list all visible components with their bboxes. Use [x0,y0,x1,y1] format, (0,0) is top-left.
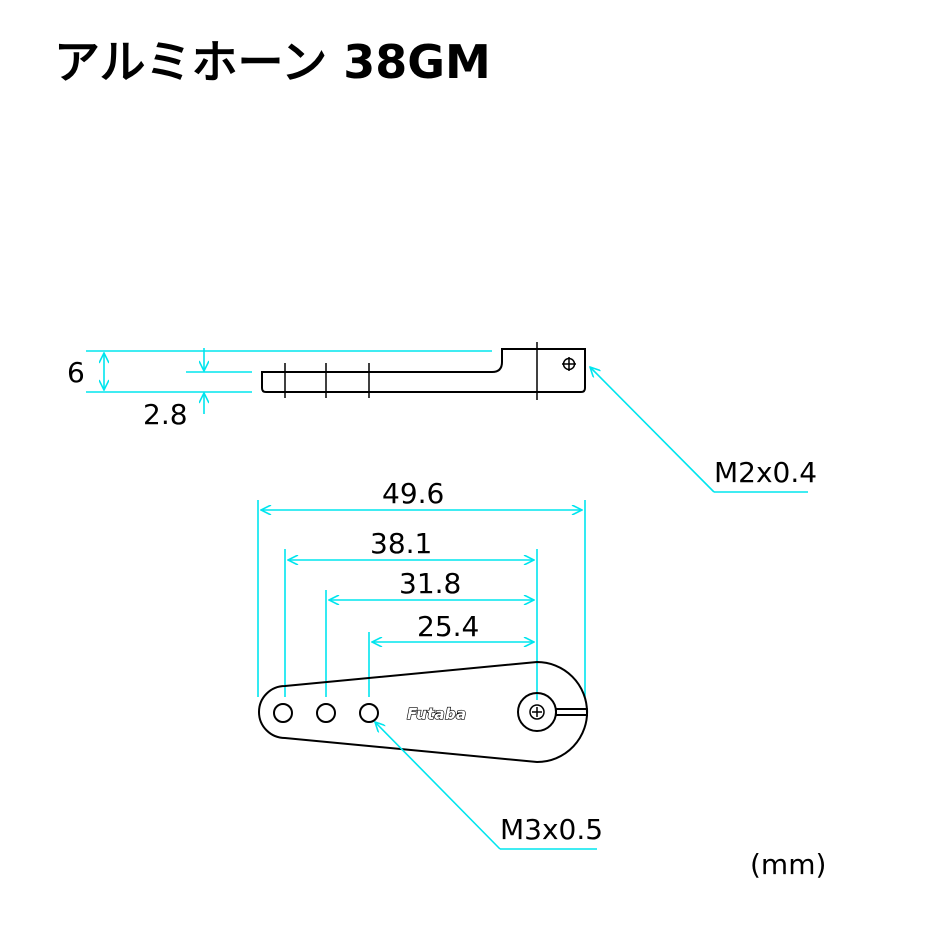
leader-m3 [375,722,501,850]
horn-hole-2 [316,703,336,723]
leader-m2 [590,367,715,493]
top-view: 49.6 38.1 31.8 25.4 Futaba M3x0.5 [257,477,603,850]
page-title: アルミホーン 38GM [54,35,491,89]
horn-hole-1 [273,703,293,723]
side-view: 6 2.8 M2x0.4 [67,342,817,493]
horn-hole-3 [359,703,379,723]
height-label: 6 [67,356,85,389]
hole-thread-label: M3x0.5 [500,813,603,846]
dim-hole2-label: 31.8 [399,567,461,600]
screw-label: M2x0.4 [714,456,817,489]
units-label: (mm) [750,848,826,881]
dim-hole1-label: 38.1 [370,527,432,560]
dim-overall-label: 49.6 [382,477,444,510]
thickness-label: 2.8 [143,398,188,431]
dim-hole3-label: 25.4 [417,610,479,643]
horn-outline [258,660,589,764]
horn-hub-outer [517,692,557,732]
side-profile-outline [261,348,586,393]
futaba-logo: Futaba [407,705,466,723]
horn-hub-inner [529,704,545,720]
